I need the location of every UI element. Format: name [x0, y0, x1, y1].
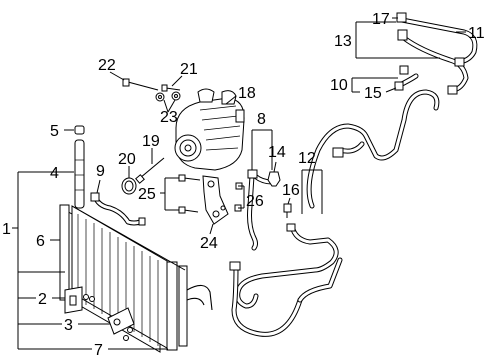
callout-5: 5 [50, 123, 59, 140]
callout-22: 22 [98, 57, 116, 74]
callout-4: 4 [50, 165, 59, 182]
drier-cap [74, 125, 85, 135]
callout-12: 12 [298, 150, 316, 167]
callout-13: 13 [334, 33, 352, 50]
liquid-line-11 [396, 12, 478, 95]
pressure-line-12 [229, 223, 343, 337]
callout-23: 23 [160, 109, 178, 126]
callout-7: 7 [94, 342, 103, 359]
callout-14: 14 [268, 144, 286, 161]
sensor [283, 203, 292, 218]
callout-20: 20 [118, 151, 136, 168]
callout-9: 9 [96, 163, 105, 180]
mount-bracket [107, 307, 135, 341]
washers [155, 91, 181, 102]
callout-11: 11 [468, 25, 485, 42]
callout-2: 2 [38, 291, 47, 308]
callout-17: 17 [372, 11, 390, 28]
long-bolt [135, 157, 165, 184]
callout-numbers: 1 2 3 4 5 6 7 8 9 10 11 12 13 14 15 16 1… [2, 11, 485, 359]
callout-3: 3 [64, 317, 73, 334]
callout-10: 10 [330, 77, 348, 94]
condenser-assembly [59, 204, 213, 353]
short-bolt [161, 84, 181, 92]
callout-26: 26 [246, 193, 264, 210]
ac-compressor [174, 88, 245, 171]
pressure-switch [267, 171, 281, 187]
suction-line-10 [306, 65, 440, 209]
callout-6: 6 [36, 233, 45, 250]
callout-25: 25 [138, 186, 156, 203]
bracket [64, 286, 95, 314]
callout-21: 21 [180, 61, 198, 78]
nuts [234, 182, 243, 212]
receiver-drier [74, 139, 85, 209]
hose-9 [90, 192, 146, 226]
leader-lines [12, 17, 466, 350]
callout-19: 19 [142, 133, 160, 150]
callout-15: 15 [364, 85, 382, 102]
callout-8: 8 [257, 111, 266, 128]
clutch-pulley [121, 177, 137, 195]
callout-16: 16 [282, 182, 300, 199]
callout-1: 1 [2, 221, 11, 238]
callout-24: 24 [200, 235, 218, 252]
mount-bolts [178, 174, 201, 214]
compressor-bracket [202, 175, 229, 225]
callout-18: 18 [238, 85, 256, 102]
stud-bolt [122, 78, 159, 91]
